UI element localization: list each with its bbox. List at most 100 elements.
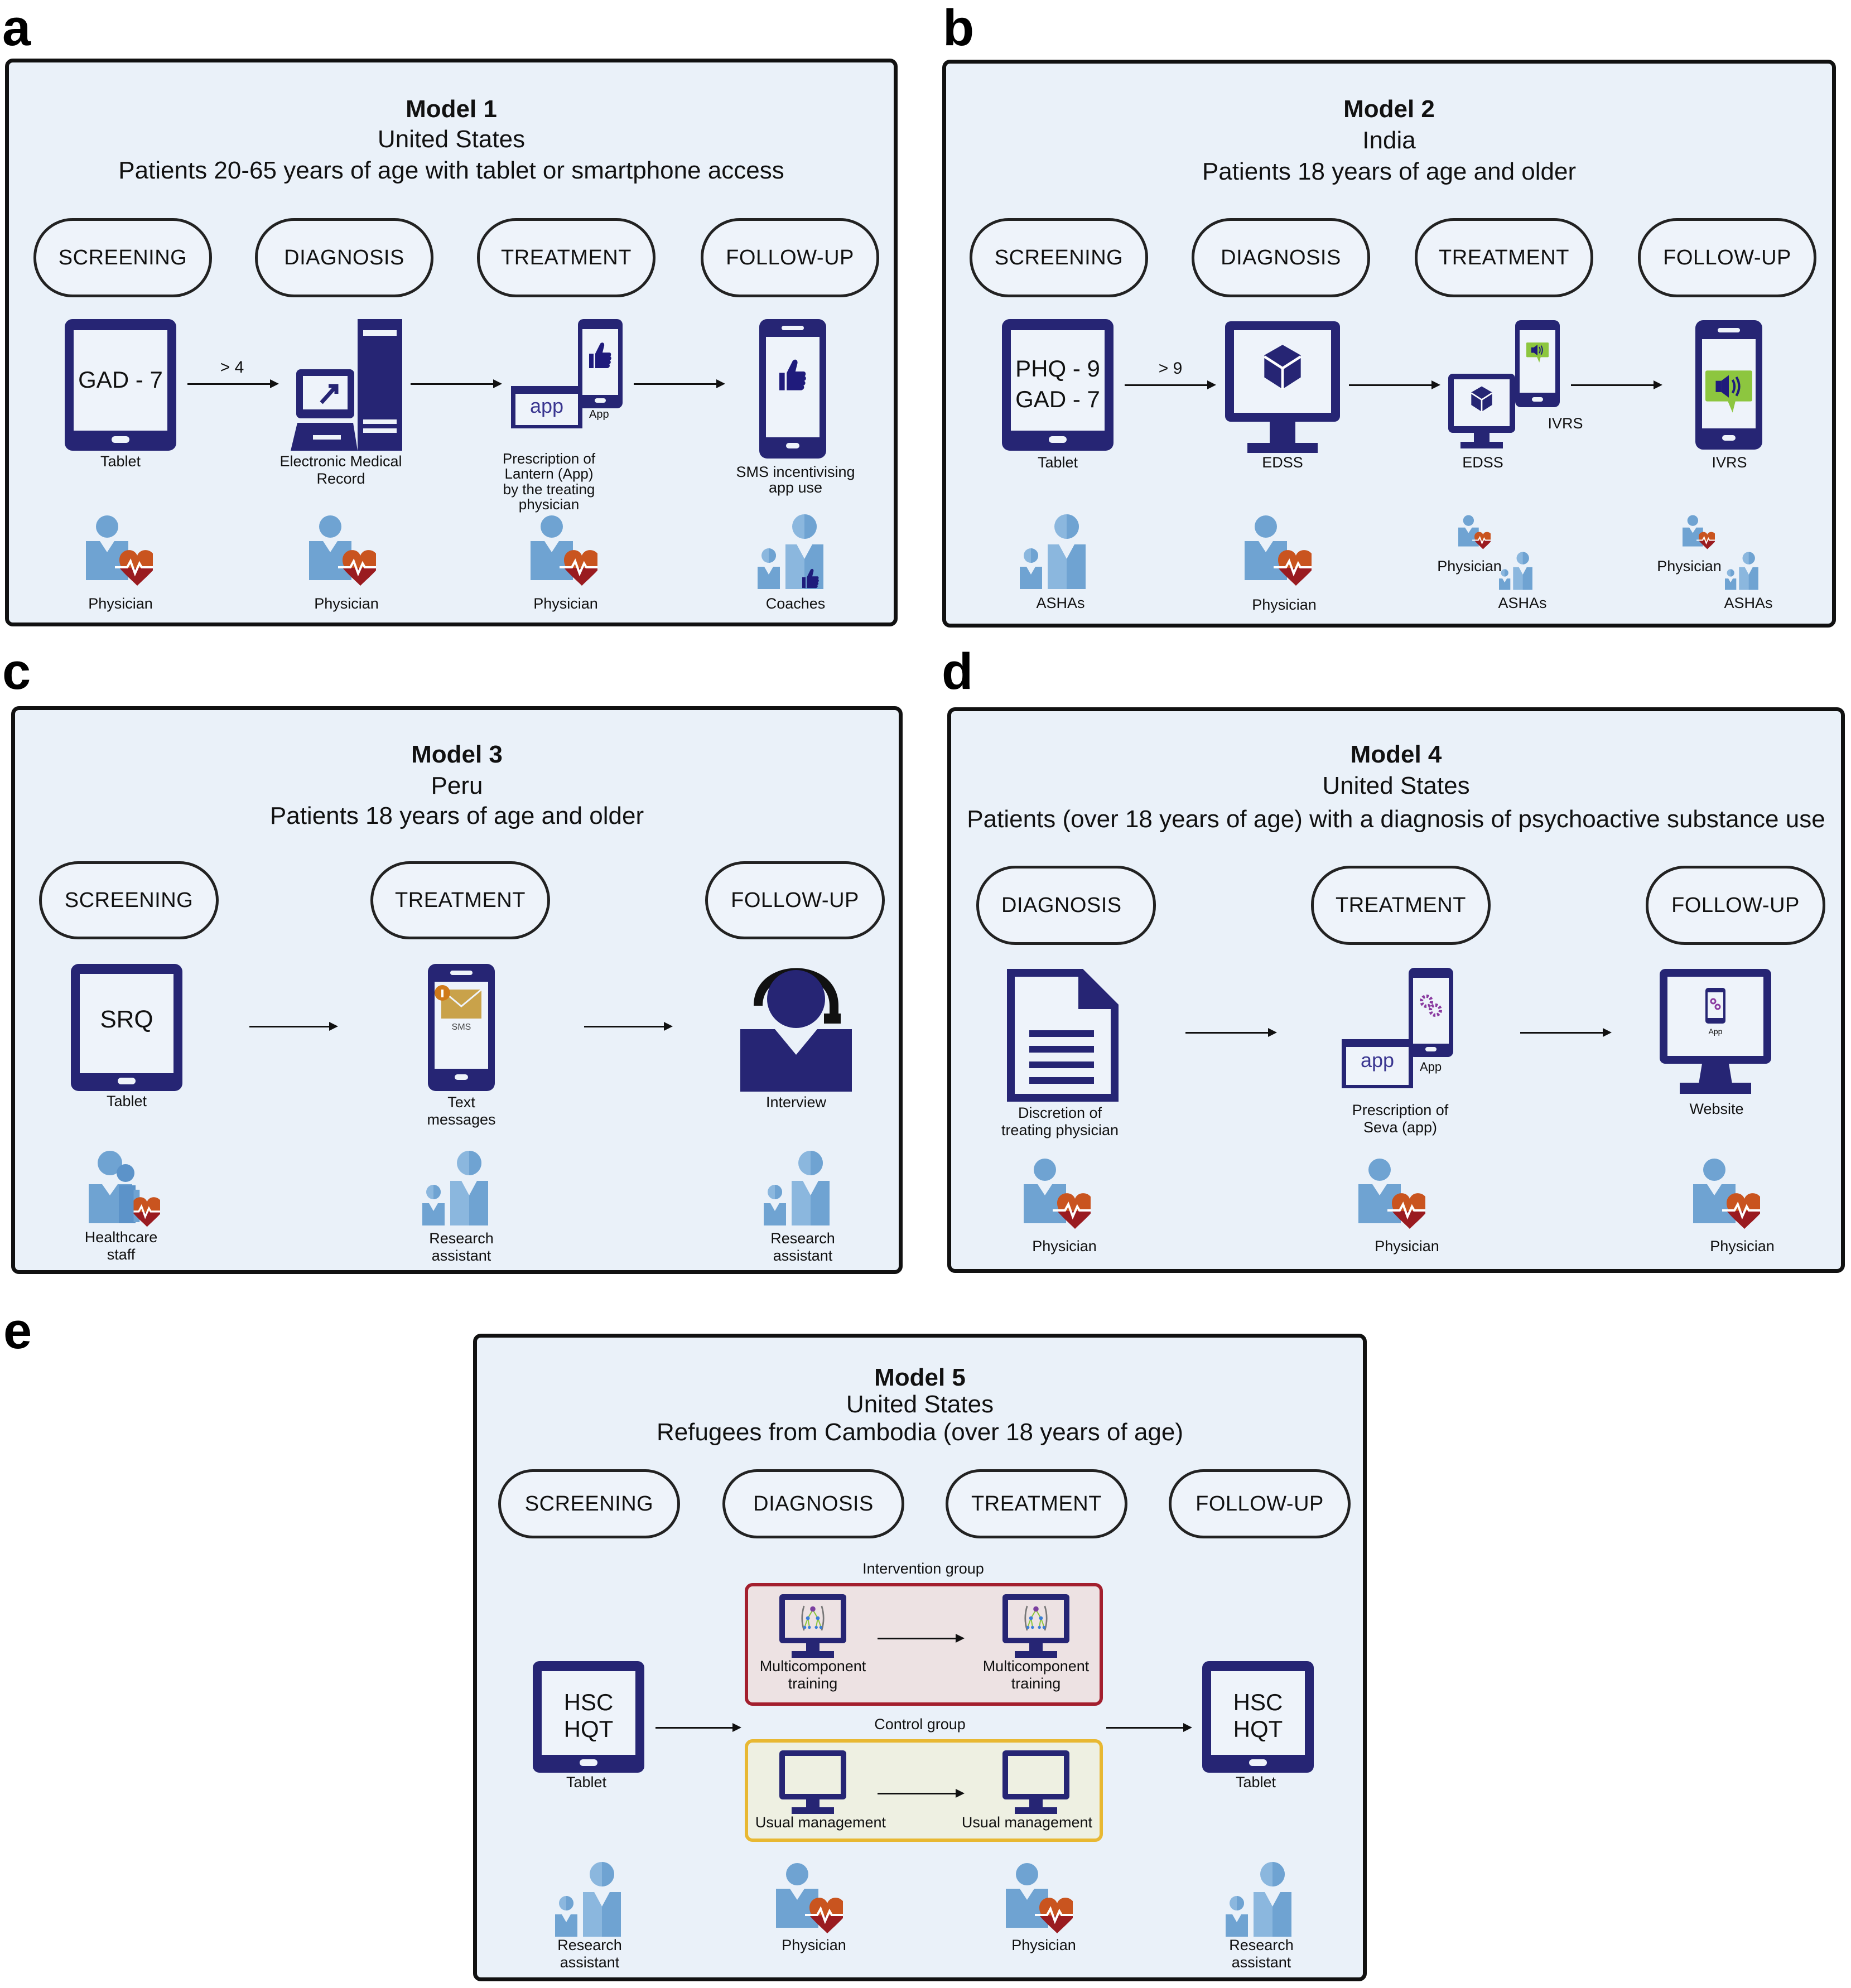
app-phone-icon	[511, 319, 623, 428]
monitor-cube-icon	[1225, 321, 1340, 453]
panel-letter-c: c	[2, 643, 31, 700]
stage-follow-up: FOLLOW-UP	[705, 861, 885, 939]
stage-screening: SCREENING	[39, 861, 219, 939]
headset-person-icon	[740, 968, 852, 1092]
actor-label: Physician	[314, 595, 379, 612]
tool-label: Website	[1689, 1101, 1744, 1117]
model-country: United States	[846, 1391, 994, 1418]
phone-thumbs-up-icon	[759, 319, 826, 459]
tablet-icon	[1002, 319, 1114, 451]
actor-label: Physician	[1657, 558, 1722, 575]
tablet-icon	[1202, 1661, 1314, 1773]
actor-label: Physician	[1710, 1238, 1775, 1254]
tablet-screen-text: SRQ	[100, 1006, 153, 1033]
ashas-icon	[1725, 552, 1758, 590]
stage-follow-up: FOLLOW-UP	[701, 218, 879, 297]
physician-icon	[1245, 514, 1312, 587]
phone-speaker-icon	[1695, 320, 1762, 450]
tool-label: Tablet	[1037, 454, 1078, 471]
tool-label: Tablet	[100, 453, 141, 470]
panel-model-4: Model 4 United States Patients (over 18 …	[947, 707, 1845, 1273]
tool-sublabel: IVRS	[1548, 415, 1583, 432]
model-title: Model 4	[1350, 741, 1442, 768]
tool-label: Tablet	[566, 1774, 607, 1791]
app-caption: App	[589, 408, 609, 421]
item-label: Multicomponent training	[982, 1658, 1090, 1692]
tablet-screen-text: PHQ - 9 GAD - 7	[1015, 355, 1100, 412]
actor-label: Research assistant	[557, 1937, 622, 1971]
flow-arrow	[584, 1022, 673, 1031]
stage-follow-up: FOLLOW-UP	[1638, 218, 1816, 297]
physician-icon	[1693, 1157, 1760, 1230]
actor-label: Research assistant	[429, 1230, 494, 1265]
healthcare-staff-icon	[89, 1151, 166, 1225]
physician-icon	[309, 514, 376, 587]
app-caption: App	[1420, 1060, 1442, 1074]
model-population: Patients 18 years of age and older	[1202, 158, 1577, 185]
model-country: United States	[377, 126, 526, 153]
monitor-training-icon	[779, 1594, 846, 1658]
control-group: Usual management Usual management	[745, 1739, 1103, 1842]
tablet-icon	[65, 319, 176, 451]
flow-arrow	[1520, 1028, 1612, 1037]
tool-label: Prescription of Lantern (App) by the tre…	[502, 450, 596, 513]
flow-arrow	[1571, 380, 1662, 389]
model-population: Refugees from Cambodia (over 18 years of…	[656, 1418, 1184, 1446]
stage-screening: SCREENING	[970, 218, 1148, 297]
actor-label: Research assistant	[1229, 1937, 1294, 1971]
model-country: Peru	[431, 772, 483, 799]
research-assistant-icon	[422, 1151, 488, 1225]
monitor-phone-icon	[1660, 969, 1771, 1094]
flow-arrow	[655, 1723, 741, 1732]
model-title: Model 2	[1343, 95, 1435, 123]
flow-arrow	[634, 379, 725, 388]
tablet-screen-text: HSC HQT	[563, 1689, 614, 1743]
research-assistant-icon	[1226, 1862, 1291, 1937]
phone-sms-icon	[428, 964, 495, 1091]
tablet-icon	[71, 964, 182, 1091]
panel-letter-e: e	[3, 1302, 32, 1359]
actor-label: ASHAs	[1724, 595, 1773, 611]
document-icon	[1007, 969, 1119, 1102]
stage-treatment: TREATMENT	[370, 861, 550, 939]
model-country: India	[1362, 127, 1416, 154]
actor-label: Coaches	[765, 595, 826, 612]
tool-label: IVRS	[1712, 454, 1747, 471]
stage-screening: SCREENING	[33, 218, 212, 297]
actor-label: Physician	[782, 1937, 846, 1953]
sms-caption: SMS	[451, 1022, 471, 1032]
physician-icon	[1683, 514, 1715, 550]
panel-letter-d: d	[942, 643, 973, 700]
flow-arrow	[878, 1789, 965, 1798]
stage-screening: SCREENING	[498, 1469, 680, 1538]
tool-label: Electronic Medical Record	[279, 453, 402, 488]
tool-label: Prescription of Seva (app)	[1352, 1102, 1449, 1136]
monitor-icon	[1002, 1750, 1069, 1814]
tool-label: EDSS	[1462, 454, 1503, 471]
actor-label: Research assistant	[770, 1230, 835, 1265]
tool-label: Text messages	[427, 1094, 496, 1128]
monitor-and-phone-icon	[1448, 320, 1560, 448]
actor-label: Healthcare staff	[84, 1229, 158, 1263]
model-title: Model 5	[874, 1364, 966, 1391]
app-phone-gears-icon	[1342, 968, 1453, 1088]
actor-label: Physician	[88, 595, 153, 612]
stage-diagnosis: DIAGNOSIS	[976, 866, 1156, 945]
intervention-group-title: Intervention group	[862, 1560, 984, 1577]
physician-icon	[1024, 1157, 1091, 1230]
stage-diagnosis: DIAGNOSIS	[722, 1469, 904, 1538]
item-label: Multicomponent training	[759, 1658, 866, 1692]
panel-model-1: Model 1 United States Patients 20-65 yea…	[5, 59, 898, 626]
panel-model-3: Model 3 Peru Patients 18 years of age an…	[11, 706, 903, 1274]
stage-treatment: TREATMENT	[477, 218, 655, 297]
actor-label: Physician	[1252, 596, 1317, 613]
flow-arrow	[249, 1022, 338, 1031]
intervention-group: Multicomponent training Multicomponent t…	[745, 1583, 1103, 1706]
tool-label: Interview	[765, 1094, 827, 1111]
flow-arrow	[411, 379, 502, 388]
tool-label: Discretion of treating physician	[1001, 1104, 1119, 1139]
ashas-icon	[1499, 552, 1532, 590]
item-label: Usual management	[961, 1814, 1093, 1831]
stage-treatment: TREATMENT	[1415, 218, 1593, 297]
physician-icon	[1358, 1157, 1425, 1230]
